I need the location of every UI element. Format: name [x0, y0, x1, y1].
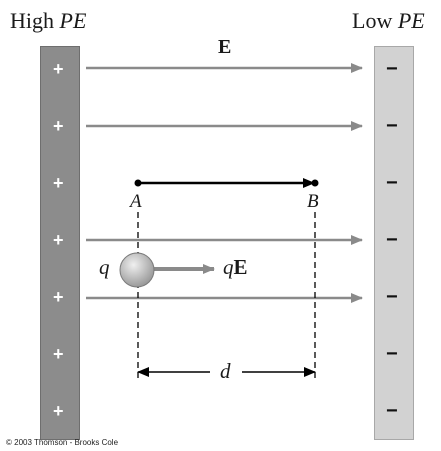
plus-sign: +	[53, 401, 64, 421]
force-label: qE	[223, 255, 248, 280]
minus-sign: −	[386, 400, 398, 422]
charge-label: q	[99, 255, 110, 280]
point-b-dot	[311, 179, 319, 187]
low-pe-symbol: PE	[397, 8, 425, 33]
minus-sign: −	[386, 58, 398, 80]
low-pe-word: Low	[352, 8, 393, 33]
point-a-dot	[134, 179, 142, 187]
point-b-text: B	[307, 191, 319, 212]
copyright-notice: © 2003 Thomson - Brooks Cole	[6, 438, 119, 447]
minus-sign: −	[386, 115, 398, 137]
charge-text: q	[99, 255, 110, 279]
positive-plate	[40, 46, 80, 440]
distance-text: d	[220, 359, 231, 383]
plus-sign: +	[53, 116, 64, 136]
minus-sign: −	[386, 343, 398, 365]
minus-sign: −	[386, 286, 398, 308]
plus-sign: +	[53, 173, 64, 193]
minus-sign: −	[386, 172, 398, 194]
point-a-text: A	[130, 191, 142, 212]
high-pe-word: High	[10, 8, 54, 33]
plus-sign: +	[53, 287, 64, 307]
low-pe-label: Low PE	[352, 8, 425, 34]
force-e-text: E	[233, 255, 248, 279]
point-b-label: B	[307, 191, 319, 213]
high-pe-label: High PE	[10, 8, 86, 34]
charge-ball	[119, 252, 155, 288]
plus-sign: +	[53, 59, 64, 79]
plus-sign: +	[53, 230, 64, 250]
negative-plate	[374, 46, 414, 440]
high-pe-symbol: PE	[59, 8, 87, 33]
minus-sign: −	[386, 229, 398, 251]
distance-label: d	[220, 359, 231, 384]
force-q-text: q	[223, 255, 234, 279]
field-label: E	[218, 36, 232, 58]
plus-sign: +	[53, 344, 64, 364]
point-a-label: A	[130, 191, 142, 213]
